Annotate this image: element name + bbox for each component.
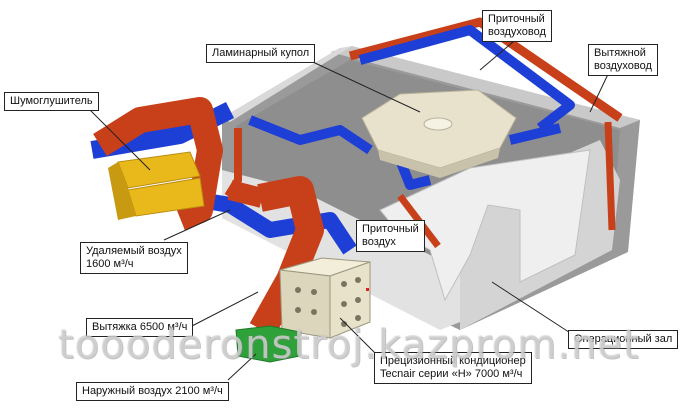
label-silencer: Шумоглушитель [4,92,99,111]
label-conditioner: Прецизионный кондиционер Tecnair серии «… [374,352,532,384]
leader-lines [89,35,611,381]
exhaust-duct-main-left [93,97,223,231]
label-supply-duct-line1: Приточный [488,13,545,25]
label-exhaust-duct-line1: Вытяжной [594,47,646,59]
label-removed-air-line1: Удаляемый воздух [86,245,182,257]
exhaust-duct-right-drop [604,121,616,231]
conditioner-indicator [366,288,369,291]
label-outdoor-air-text: Наружный воздух 2100 м³/ч [82,385,223,397]
outdoor-air-intake [235,325,301,363]
label-supply-air-line2: воздух [362,236,396,248]
label-operating-room-text: Операционный зал [574,333,673,345]
label-silencer-text: Шумоглушитель [10,95,93,107]
conditioner-side [329,261,371,339]
label-supply-air-line1: Приточный [362,223,419,235]
label-supply-duct: Приточный воздуховод [482,10,552,42]
label-supply-air: Приточный воздух [356,220,425,252]
exhaust-duct-connector [227,180,265,208]
laminar-dome-center [423,117,453,131]
supply-duct-main [198,192,357,255]
label-laminar-dome-text: Ламинарный купол [212,47,310,59]
supply-duct-back [358,25,575,132]
label-removed-air-line2: 1600 м³/ч [86,258,134,270]
laminar-dome-skirt [378,148,500,178]
label-conditioner-line2: Tecnair серии «Н» 7000 м³/ч [380,368,523,380]
exhaust-duct-top [348,17,623,122]
label-exhaust-text: Вытяжка 6500 м³/ч [92,321,188,333]
label-removed-air: Удаляемый воздух 1600 м³/ч [80,242,188,274]
label-operating-room: Операционный зал [568,330,679,349]
label-laminar-dome: Ламинарный купол [206,44,316,63]
silencer-front [108,162,136,220]
label-exhaust-duct: Вытяжной воздуховод [588,44,658,76]
label-exhaust-duct-line2: воздуховод [594,60,652,72]
supply-duct-left-loop [248,115,373,155]
conditioner-front [279,269,331,339]
label-supply-duct-line2: воздуховод [488,26,546,38]
label-outdoor-air: Наружный воздух 2100 м³/ч [76,382,229,401]
supply-duct-right-loop [508,123,562,145]
label-conditioner-line1: Прецизионный кондиционер [380,355,526,367]
supply-duct-down [395,158,432,190]
label-exhaust: Вытяжка 6500 м³/ч [86,318,194,337]
conditioner-grille [295,277,361,327]
